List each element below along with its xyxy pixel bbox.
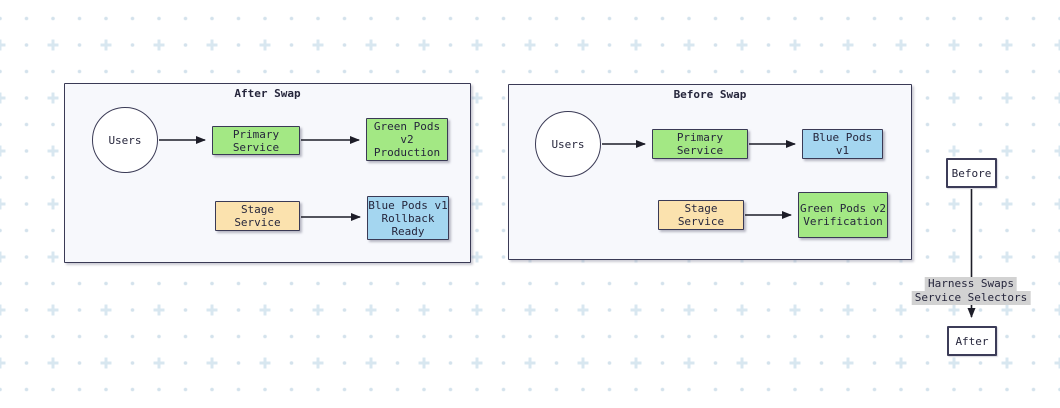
before-box: Before [946,158,997,188]
panel-before-swap-title: Before Swap [673,88,747,101]
before-green-pods-verification-node: Green Pods v2 Verification [798,192,888,238]
after-users-node: Users [92,107,158,173]
before-box-label: Before [951,166,992,180]
after-box: After [947,326,997,356]
after-primary-service-label: Primary Service [232,127,280,154]
green-pods-production-line2: Production [373,146,441,159]
green-pods-production-line1: Green Pods v2 [373,120,441,146]
swap-edge-label: Harness Swaps Service Selectors [911,277,1031,305]
swap-edge-label-line2: Service Selectors [911,291,1031,305]
after-primary-service-node: Primary Service [212,126,300,155]
green-pods-verification-line2: Verification [803,215,883,228]
before-primary-service-label: Primary Service [676,131,724,157]
blue-pods-rollback-line2: Rollback Ready [381,211,435,238]
green-pods-verification-line1: Green Pods v2 [799,202,887,215]
after-users-label: Users [108,133,142,147]
panel-after-swap-title: After Swap [234,87,301,100]
after-box-label: After [955,334,989,348]
after-stage-service-node: Stage Service [215,201,300,231]
before-primary-service-node: Primary Service [652,129,748,159]
before-stage-service-node: Stage Service [658,200,744,230]
after-blue-pods-rollback-node: Blue Pods v1 Rollback Ready [367,196,449,240]
blue-pods-rollback-line1: Blue Pods v1 [368,198,448,212]
swap-edge-label-line1: Harness Swaps [924,277,1018,291]
after-green-pods-production-node: Green Pods v2 Production [366,118,448,161]
before-users-label: Users [551,137,585,151]
before-blue-pods-label: Blue Pods v1 [812,131,873,157]
after-stage-service-label: Stage Service [234,203,281,229]
before-stage-service-label: Stage Service [677,202,725,228]
before-blue-pods-node: Blue Pods v1 [802,129,883,159]
before-users-node: Users [535,111,601,177]
